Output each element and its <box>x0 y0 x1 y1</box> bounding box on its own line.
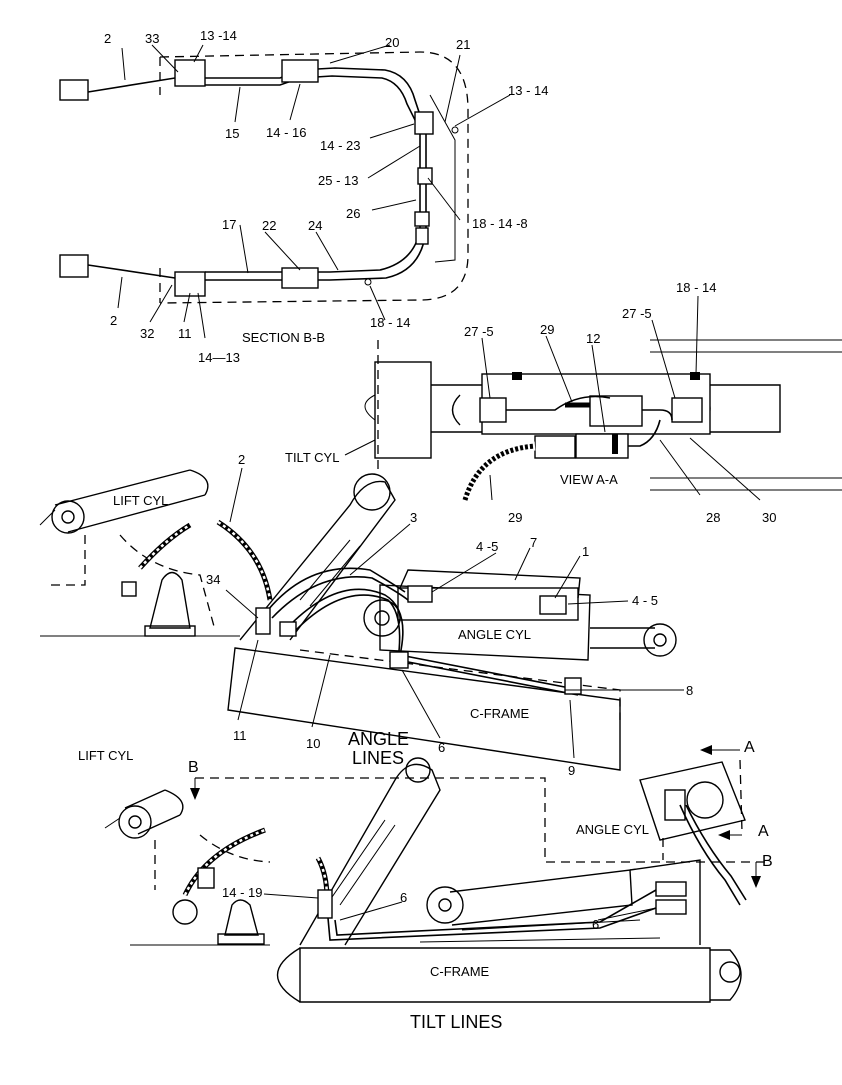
callout-6-angle: 6 <box>438 740 445 755</box>
callout-18-14-lower: 18 - 14 <box>370 315 410 330</box>
callout-24: 24 <box>308 218 322 233</box>
callout-28: 28 <box>706 510 720 525</box>
callout-4-5-top: 4 -5 <box>476 539 498 554</box>
callout-2-angle: 2 <box>238 452 245 467</box>
callout-7: 7 <box>530 535 537 550</box>
view-marker-a-top: A <box>744 739 755 756</box>
callout-14-13: 14—13 <box>198 350 240 365</box>
view-aa-drawing <box>344 295 842 502</box>
callout-18-14-8: 18 - 14 -8 <box>472 216 528 231</box>
callout-18-14-view: 18 - 14 <box>676 280 716 295</box>
callout-6-tilt-left: 6 <box>400 890 407 905</box>
callout-22: 22 <box>262 218 276 233</box>
callout-27-5-right: 27 -5 <box>622 306 652 321</box>
lift-cyl-label: LIFT CYL <box>113 493 168 508</box>
callout-34: 34 <box>206 572 220 587</box>
callout-20: 20 <box>385 35 399 50</box>
callout-17: 17 <box>222 217 236 232</box>
section-marker-b-right: B <box>762 853 773 870</box>
tilt-cyl-label: TILT CYL <box>285 450 339 465</box>
callout-21: 21 <box>456 37 470 52</box>
section-bb-drawing <box>59 44 511 339</box>
callout-1: 1 <box>582 544 589 559</box>
c-frame-label-tilt: C-FRAME <box>430 964 490 979</box>
callout-30: 30 <box>762 510 776 525</box>
angle-lines-title-1: ANGLE <box>348 729 409 749</box>
angle-lines-labels: 2 3 4 -5 7 1 4 - 5 34 8 11 10 6 9 LIFT C… <box>113 452 693 778</box>
lift-cyl-label-tilt: LIFT CYL <box>78 748 133 763</box>
callout-29-bottom: 29 <box>508 510 522 525</box>
section-bb-caption: SECTION B-B <box>242 330 325 345</box>
callout-10: 10 <box>306 736 320 751</box>
angle-lines-title-2: LINES <box>352 748 404 768</box>
callout-11: 11 <box>178 326 192 341</box>
angle-cyl-label-tilt: ANGLE CYL <box>576 822 649 837</box>
callout-29-top: 29 <box>540 322 554 337</box>
callout-25-13: 25 - 13 <box>318 173 358 188</box>
view-marker-a-bottom: A <box>758 823 769 840</box>
callout-32: 32 <box>140 326 154 341</box>
callout-8: 8 <box>686 683 693 698</box>
callout-4-5-right: 4 - 5 <box>632 593 658 608</box>
view-aa-labels: 27 -5 29 12 27 -5 18 - 14 29 28 30 TILT … <box>285 280 776 525</box>
callout-2-lower: 2 <box>110 313 117 328</box>
callout-14-23: 14 - 23 <box>320 138 360 153</box>
view-aa-caption: VIEW A-A <box>560 472 618 487</box>
callout-11-angle: 11 <box>233 728 247 743</box>
tilt-lines-drawing <box>104 745 770 1003</box>
callout-26: 26 <box>346 206 360 221</box>
callout-3: 3 <box>410 510 417 525</box>
tilt-lines-title: TILT LINES <box>410 1012 502 1032</box>
callout-33: 33 <box>145 31 159 46</box>
c-frame-label: C-FRAME <box>470 706 530 721</box>
callout-12: 12 <box>586 331 600 346</box>
callout-6-tilt-right: 6 <box>592 917 599 932</box>
callout-2: 2 <box>104 31 111 46</box>
section-marker-b-left: B <box>188 759 199 776</box>
angle-cyl-label: ANGLE CYL <box>458 627 531 642</box>
callout-15: 15 <box>225 126 239 141</box>
callout-27-5-left: 27 -5 <box>464 324 494 339</box>
callout-9: 9 <box>568 763 575 778</box>
callout-13-14: 13 -14 <box>200 28 237 43</box>
callout-13-14-right: 13 - 14 <box>508 83 548 98</box>
tilt-lines-labels: LIFT CYL ANGLE CYL C-FRAME 14 - 19 6 6 B… <box>78 739 773 1032</box>
angle-lines-drawing <box>39 467 684 771</box>
section-bb-labels: 2 33 13 -14 20 21 13 - 14 15 14 - 16 14 … <box>104 28 548 365</box>
callout-14-16: 14 - 16 <box>266 125 306 140</box>
callout-14-19: 14 - 19 <box>222 885 262 900</box>
